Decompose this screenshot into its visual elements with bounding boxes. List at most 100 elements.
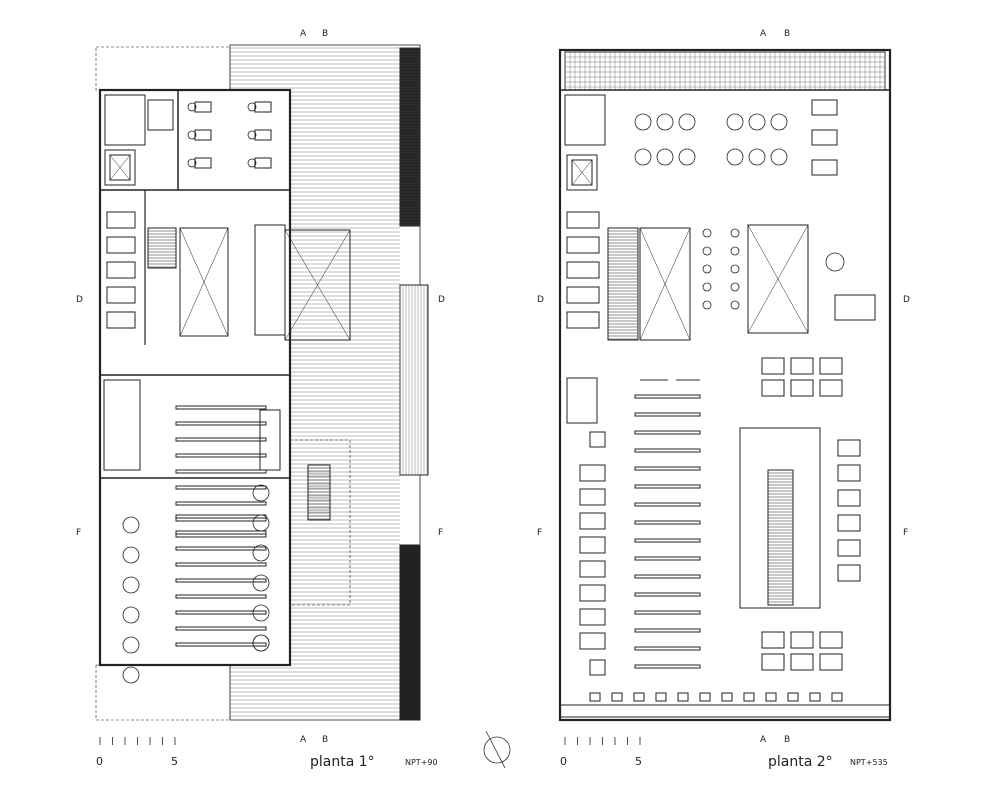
bookshelf bbox=[634, 610, 701, 615]
building-outline bbox=[98, 88, 292, 667]
study-table bbox=[790, 357, 814, 375]
study-table bbox=[819, 357, 843, 375]
restroom bbox=[104, 94, 146, 146]
section-marker-f: F bbox=[76, 528, 81, 538]
bookshelf bbox=[634, 646, 701, 651]
chair bbox=[831, 692, 843, 702]
study-table bbox=[837, 489, 861, 507]
round-table bbox=[252, 514, 270, 532]
bookshelf bbox=[634, 538, 701, 543]
bookshelf bbox=[634, 394, 701, 399]
dashed-outline bbox=[95, 46, 231, 91]
round-table bbox=[252, 604, 270, 622]
chair bbox=[787, 692, 799, 702]
study-table bbox=[579, 632, 606, 650]
meeting-table bbox=[834, 294, 876, 321]
toilet bbox=[566, 286, 600, 304]
bookshelf bbox=[175, 578, 267, 583]
desk bbox=[194, 129, 212, 141]
study-table bbox=[761, 357, 785, 375]
study-table bbox=[790, 653, 814, 671]
plan-title: planta 2° bbox=[768, 754, 833, 770]
bookshelf bbox=[634, 628, 701, 633]
section-marker-a: A bbox=[300, 29, 307, 39]
section-marker-d: D bbox=[76, 295, 83, 305]
bookshelf bbox=[175, 562, 267, 567]
desk bbox=[811, 159, 838, 176]
desk bbox=[589, 431, 606, 448]
restroom bbox=[566, 377, 598, 424]
chair bbox=[730, 300, 740, 310]
study-table bbox=[819, 631, 843, 649]
toilet bbox=[106, 261, 136, 279]
chair bbox=[247, 158, 257, 168]
study-table bbox=[579, 608, 606, 626]
bookshelf bbox=[175, 453, 267, 458]
study-table bbox=[790, 379, 814, 397]
round-table bbox=[252, 484, 270, 502]
chair bbox=[702, 246, 712, 256]
study-table bbox=[579, 584, 606, 602]
plan-first-floor bbox=[95, 44, 429, 721]
ramp bbox=[399, 284, 429, 476]
bookshelf bbox=[175, 626, 267, 631]
void bbox=[747, 224, 809, 334]
bookshelf bbox=[175, 437, 267, 442]
bookshelf bbox=[634, 556, 701, 561]
study-table bbox=[579, 488, 606, 506]
round-table bbox=[252, 544, 270, 562]
bookshelf bbox=[175, 469, 267, 474]
bookshelf bbox=[175, 546, 267, 551]
chair bbox=[677, 692, 689, 702]
round-table bbox=[678, 148, 696, 166]
line bbox=[179, 227, 229, 337]
chair bbox=[809, 692, 821, 702]
toilet bbox=[566, 211, 600, 229]
counter bbox=[259, 409, 281, 471]
bookshelf bbox=[175, 530, 267, 535]
desk bbox=[811, 129, 838, 146]
desk bbox=[254, 101, 272, 113]
chair bbox=[702, 282, 712, 292]
void bbox=[284, 229, 351, 341]
scale-end-label: 5 bbox=[635, 755, 642, 768]
toilet bbox=[566, 236, 600, 254]
bookshelf bbox=[175, 642, 267, 647]
round-table bbox=[634, 113, 652, 131]
study-table bbox=[790, 631, 814, 649]
chair bbox=[743, 692, 755, 702]
section-marker-b: B bbox=[784, 735, 790, 745]
desk bbox=[811, 99, 838, 116]
round-table bbox=[122, 546, 140, 564]
atrium bbox=[739, 427, 821, 609]
desk bbox=[147, 99, 174, 131]
chair bbox=[589, 692, 601, 702]
round-table bbox=[825, 252, 845, 272]
scale-start-label: 0 bbox=[560, 755, 567, 768]
restroom bbox=[564, 94, 606, 146]
bookshelf bbox=[175, 501, 267, 506]
scale-bar bbox=[99, 737, 176, 745]
dashed-outline bbox=[95, 664, 231, 721]
study-table bbox=[579, 512, 606, 530]
plan-second-floor bbox=[558, 48, 892, 722]
chair bbox=[730, 264, 740, 274]
bookshelf bbox=[634, 430, 701, 435]
round-table bbox=[252, 574, 270, 592]
study-table bbox=[579, 560, 606, 578]
chair bbox=[730, 246, 740, 256]
study-table bbox=[761, 379, 785, 397]
chair bbox=[699, 692, 711, 702]
plan-level: NPT+90 bbox=[405, 758, 438, 767]
section-marker-d: D bbox=[903, 295, 910, 305]
chair bbox=[655, 692, 667, 702]
restroom bbox=[103, 379, 141, 471]
scale-end-label: 5 bbox=[171, 755, 178, 768]
bookshelf bbox=[634, 574, 701, 579]
line bbox=[747, 224, 809, 334]
round-table bbox=[770, 113, 788, 131]
round-table bbox=[748, 148, 766, 166]
chair bbox=[702, 264, 712, 274]
round-table bbox=[122, 636, 140, 654]
chair bbox=[247, 130, 257, 140]
